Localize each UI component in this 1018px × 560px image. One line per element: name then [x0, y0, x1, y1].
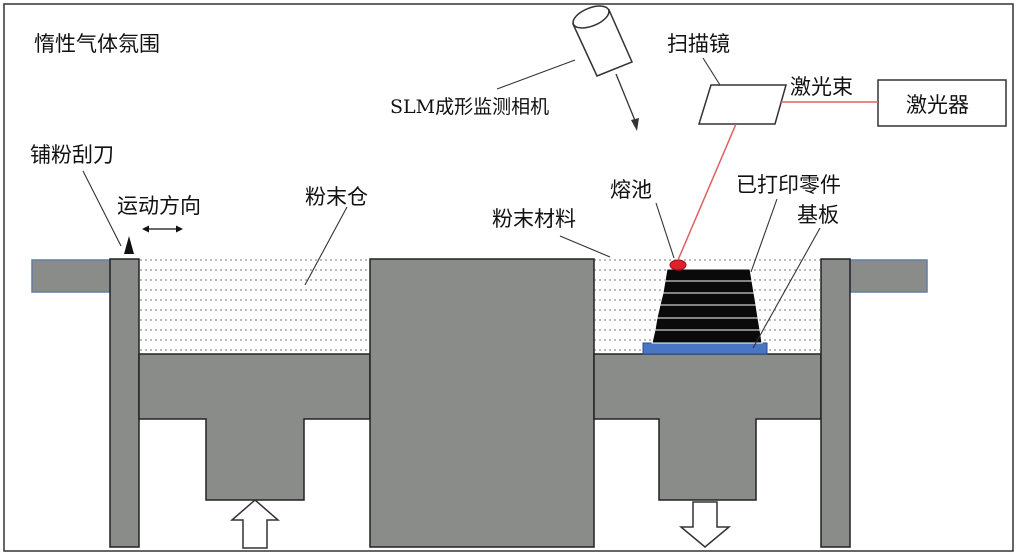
right-side-plate	[849, 259, 928, 293]
label-inert-atmosphere: 惰性气体氛围	[34, 32, 160, 56]
arrow-down-icon	[678, 501, 732, 548]
camera-view-arrowhead	[631, 118, 639, 131]
arrow-up-icon	[229, 499, 281, 549]
label-melt-pool: 熔池	[610, 178, 652, 202]
printed-part	[651, 268, 763, 344]
center-block	[369, 258, 595, 548]
hopper-piston	[138, 353, 371, 501]
label-slm-camera: SLM成形监测相机	[390, 96, 549, 118]
label-scan-mirror: 扫描镜	[667, 32, 730, 56]
label-powder-material: 粉末材料	[492, 207, 576, 231]
label-powder-hopper: 粉末仓	[305, 185, 368, 209]
label-laser: 激光器	[906, 93, 969, 117]
camera-view-line	[615, 73, 637, 124]
label-recoater-blade: 铺粉刮刀	[30, 143, 114, 167]
laser-box	[877, 79, 1007, 127]
right-wall	[820, 258, 851, 548]
label-laser-beam: 激光束	[790, 75, 853, 99]
leader-lines	[82, 57, 821, 349]
camera-icon	[571, 5, 634, 77]
substrate	[642, 342, 768, 355]
left-wall	[109, 258, 140, 548]
melt-pool	[669, 259, 687, 271]
motion-double-arrow	[142, 225, 183, 233]
scan-mirror	[697, 84, 787, 125]
laser-beam-to-pool	[677, 123, 737, 261]
build-piston	[593, 353, 822, 501]
label-motion-direction: 运动方向	[117, 194, 201, 218]
left-side-plate	[31, 259, 111, 293]
triangle-icon	[124, 236, 134, 254]
outer-frame	[3, 3, 1014, 552]
label-substrate: 基板	[797, 203, 839, 227]
hopper-powder-lines	[140, 259, 370, 351]
label-printed-part: 已打印零件	[736, 173, 841, 197]
